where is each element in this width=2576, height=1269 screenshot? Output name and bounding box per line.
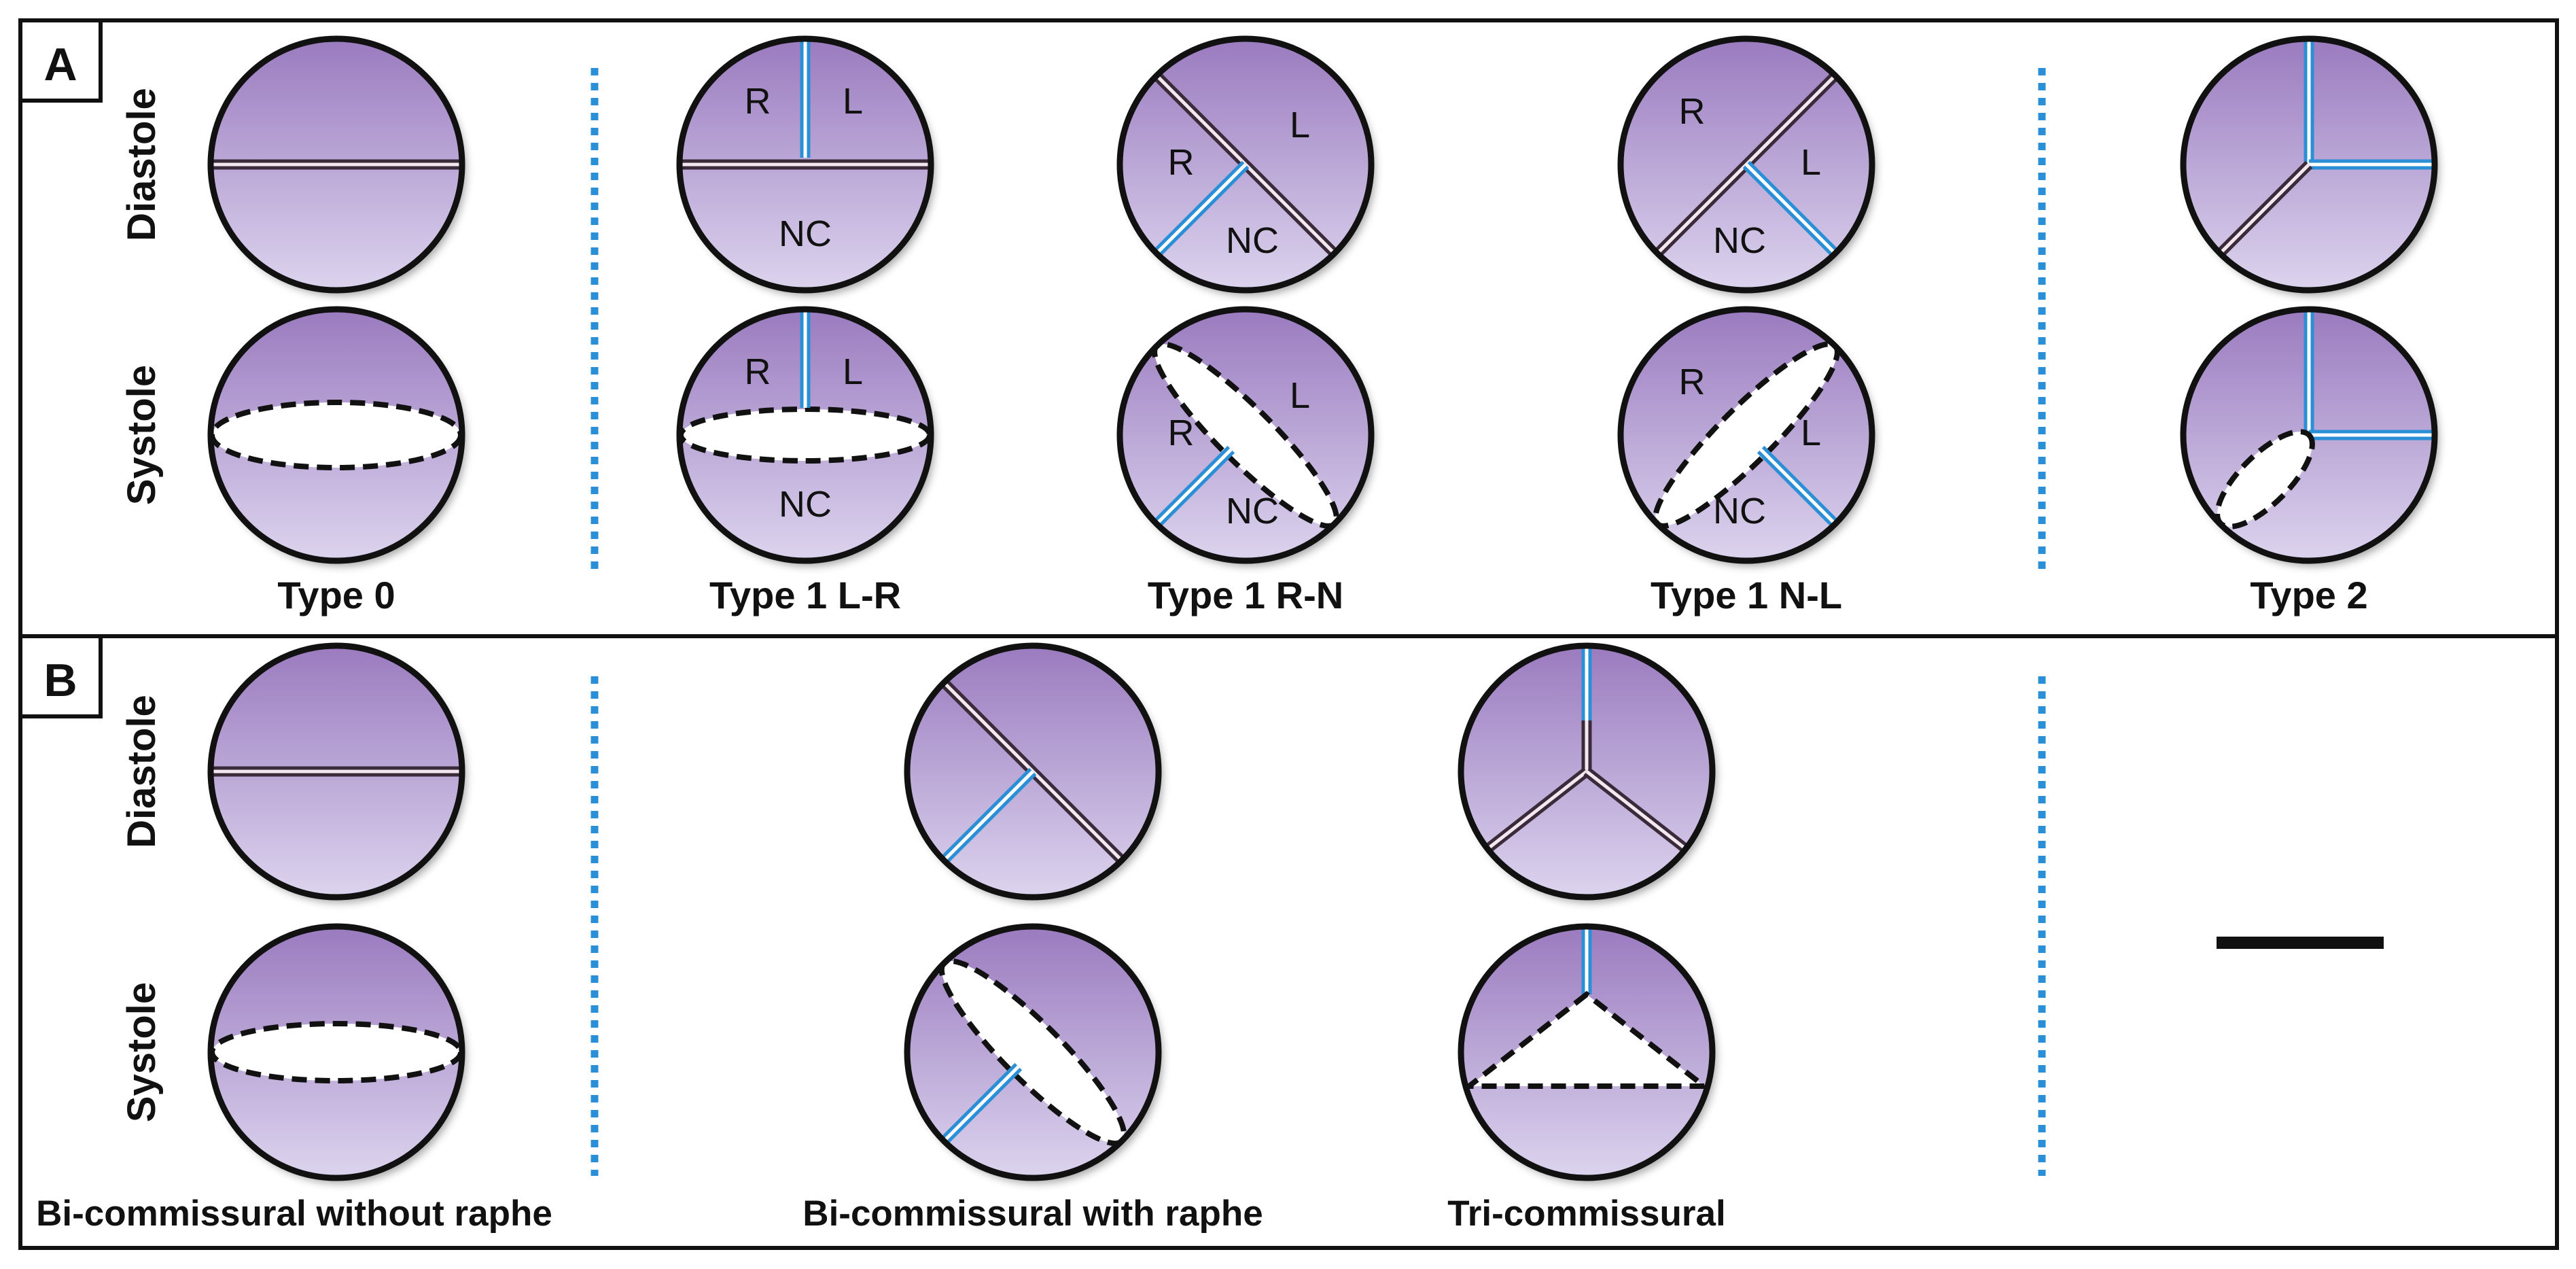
panel-b-diastole-label: Diastole (120, 695, 164, 848)
valve-outline (207, 306, 465, 564)
caption-bi-commissural-without-raphe: Bi-commissural without raphe (36, 1194, 552, 1234)
valve-type2-systole (2180, 306, 2438, 564)
caption-type-2: Type 2 (2250, 574, 2367, 616)
panel-a-letter: A (43, 39, 77, 90)
leaflet-label-nc: NC (779, 484, 832, 525)
panel-b-letter: B (43, 655, 77, 706)
valve-outline (1617, 35, 1875, 294)
valve-nl-diastole: R L NC (1617, 35, 1875, 294)
caption-type-0: Type 0 (277, 574, 395, 616)
caption-type-1-l-r: Type 1 L-R (709, 574, 901, 616)
valve-outline (676, 35, 934, 294)
systolic-opening (213, 1021, 459, 1083)
valve-bi-no-raphe-diastole (207, 642, 465, 901)
valve-outline (1617, 306, 1875, 564)
panel-b-systole-label: Systole (120, 982, 164, 1122)
valve-outline (207, 642, 465, 901)
systolic-opening (682, 406, 928, 464)
panel-a-letter-box: A (18, 18, 103, 103)
valve-type0-diastole (207, 35, 465, 294)
leaflet-label-l: L (1801, 413, 1821, 453)
valve-bi-no-raphe-systole (207, 923, 465, 1181)
systolic-opening (213, 400, 459, 470)
caption-type-1-r-n: Type 1 R-N (1148, 574, 1343, 616)
valve-outline (1458, 642, 1716, 901)
valve-tri-diastole (1458, 642, 1716, 901)
valve-type0-systole (207, 306, 465, 564)
valve-outline (1458, 923, 1716, 1181)
leaflet-label-l: L (843, 351, 863, 392)
leaflet-label-r: R (1679, 91, 1706, 132)
leaflet-label-r: R (745, 81, 771, 122)
caption-type-1-n-l: Type 1 N-L (1651, 574, 1842, 616)
valve-outline (1116, 306, 1375, 564)
leaflet-label-r: R (1168, 142, 1195, 183)
valve-rn-systole: L R NC (1116, 306, 1375, 564)
leaflet-label-l: L (1290, 375, 1310, 416)
valve-outline (904, 642, 1162, 901)
valve-outline (1116, 35, 1375, 294)
panel-a-systole-label: Systole (120, 365, 164, 505)
leaflet-label-l: L (843, 81, 863, 122)
valve-layer: R L NC R L NC L R NC L R NC R L NC R L NC (207, 35, 2438, 1181)
panel-a-diastole-label: Diastole (120, 88, 164, 241)
valve-outline (2180, 35, 2438, 294)
panel-b-letter-box: B (18, 634, 103, 718)
valve-lr-systole: R L NC (676, 306, 934, 564)
valve-outline (2180, 306, 2438, 564)
valve-bi-raphe-systole (904, 923, 1162, 1181)
leaflet-label-nc: NC (779, 213, 832, 254)
valve-type2-diastole (2180, 35, 2438, 294)
leaflet-label-r: R (1679, 362, 1706, 402)
valve-rn-diastole: L R NC (1116, 35, 1375, 294)
leaflet-label-r: R (1168, 413, 1195, 453)
leaflet-label-nc: NC (1226, 491, 1279, 532)
panel-b-frame (18, 634, 2559, 1250)
leaflet-label-nc: NC (1713, 491, 1766, 532)
leaflet-label-l: L (1290, 105, 1310, 145)
valve-outline (904, 923, 1162, 1181)
valve-bi-raphe-diastole (904, 642, 1162, 901)
valve-tri-systole (1458, 923, 1716, 1181)
leaflet-label-r: R (745, 351, 771, 392)
valve-outline (207, 35, 465, 294)
valve-nl-systole: R L NC (1617, 306, 1875, 564)
valve-outline (676, 306, 934, 564)
leaflet-label-l: L (1801, 142, 1821, 183)
valve-lr-diastole: R L NC (676, 35, 934, 294)
leaflet-label-nc: NC (1713, 220, 1766, 261)
caption-tri-commissural: Tri-commissural (1447, 1194, 1725, 1234)
caption-bi-commissural-with-raphe: Bi-commissural with raphe (802, 1194, 1263, 1234)
systolic-opening (1464, 990, 1710, 1089)
valve-outline (207, 923, 465, 1181)
leaflet-label-nc: NC (1226, 220, 1279, 261)
